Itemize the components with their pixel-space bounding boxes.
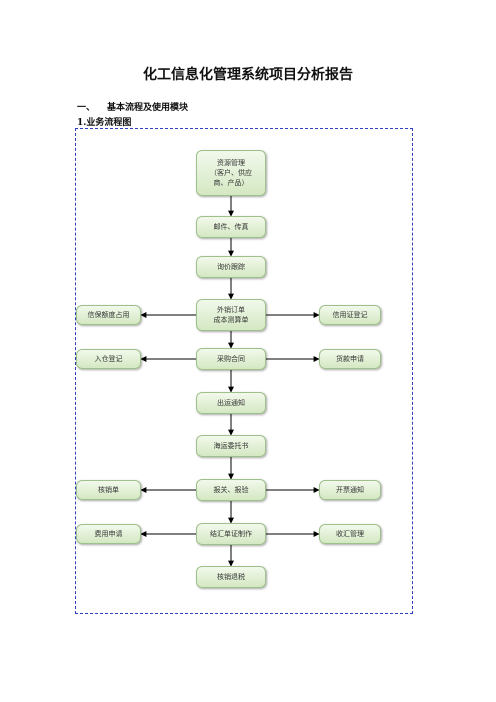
node-stock-in-label: 入仓登记 [94, 355, 123, 363]
node-lc-register-label: 信用证登记 [332, 311, 368, 319]
node-mail-fax: 邮件、传真 [196, 216, 266, 238]
flowchart-frame [75, 128, 413, 614]
node-order-line2: 成本测算单 [213, 316, 249, 324]
node-write-off-label: 核销单 [98, 486, 119, 494]
node-invoice-notice: 开票通知 [319, 480, 381, 500]
node-fx-collection: 收汇管理 [319, 524, 381, 544]
node-settlement-docs: 结汇单证制作 [196, 523, 266, 545]
node-payment-request: 货款申请 [319, 349, 381, 369]
node-purchase-contract: 采购合同 [196, 348, 266, 370]
node-sea-freight-label: 海运委托书 [213, 442, 249, 450]
node-shipping-label: 出运通知 [217, 399, 245, 407]
node-settlement-label: 结汇单证制作 [210, 530, 252, 538]
node-tax-refund: 核销退税 [196, 566, 266, 588]
node-customs: 报关、报验 [196, 479, 266, 501]
subsection-heading: 1.业务流程图 [77, 118, 132, 128]
node-sea-freight: 海运委托书 [196, 435, 266, 457]
node-mail-fax-label: 邮件、传真 [213, 223, 249, 231]
node-purchase-label: 采购合同 [217, 355, 245, 363]
section-label: 基本流程及使用模块 [107, 103, 189, 113]
node-credit-limit-label: 信保额度占用 [87, 311, 130, 319]
node-order-line1: 外销订单 [217, 306, 245, 314]
node-inquiry-label: 询价跟踪 [217, 263, 245, 271]
document-title: 化工信息化管理系统项目分析报告 [143, 67, 353, 83]
node-lc-register: 信用证登记 [319, 305, 381, 325]
node-resource-line2: （客户、供应 [210, 169, 252, 177]
section-heading: 一、 基本流程及使用模块 [77, 100, 188, 113]
node-expense-label: 费用申请 [94, 530, 123, 538]
node-resource-line3: 商、产品） [213, 179, 249, 187]
node-write-off: 核销单 [76, 480, 141, 500]
node-stock-in: 入仓登记 [76, 349, 141, 369]
node-export-order: 外销订单 成本测算单 [196, 299, 266, 331]
node-resource-management: 资源管理 （客户、供应 商、产品） [196, 150, 266, 196]
section-number: 一、 [77, 103, 96, 113]
node-tax-refund-label: 核销退税 [217, 573, 245, 581]
node-invoice-label: 开票通知 [336, 486, 364, 494]
node-resource-line1: 资源管理 [217, 159, 245, 167]
node-expense-request: 费用申请 [76, 524, 141, 544]
node-shipping-notice: 出运通知 [196, 392, 266, 414]
node-inquiry-tracking: 询价跟踪 [196, 256, 266, 278]
node-fx-label: 收汇管理 [336, 530, 364, 538]
node-credit-limit: 信保额度占用 [76, 305, 141, 325]
node-payment-label: 货款申请 [336, 355, 364, 363]
node-customs-label: 报关、报验 [213, 486, 249, 494]
